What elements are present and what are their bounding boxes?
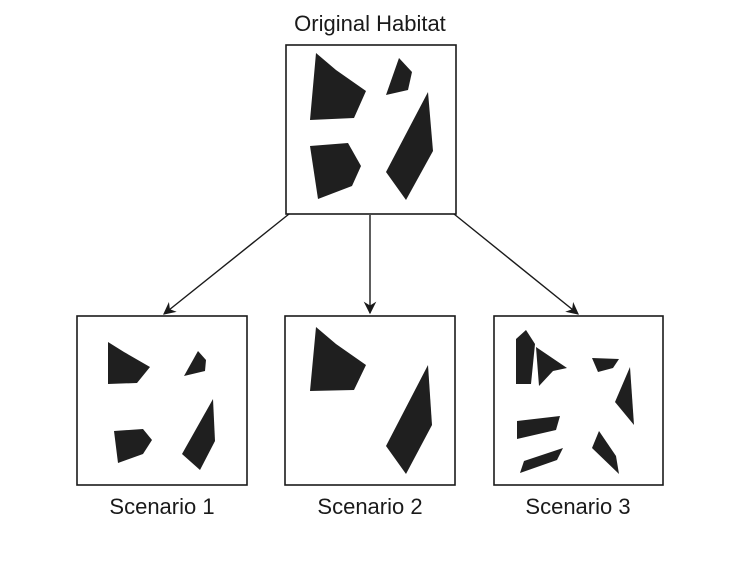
habitat-patch <box>310 143 361 199</box>
scenario-3-label: Scenario 3 <box>525 494 630 519</box>
habitat-patch <box>592 431 619 474</box>
habitat-patch <box>615 367 634 425</box>
habitat-patch <box>386 92 433 200</box>
habitat-patch <box>108 342 150 384</box>
original-habitat-title: Original Habitat <box>294 11 446 36</box>
scenario-2-label: Scenario 2 <box>317 494 422 519</box>
habitat-patch <box>386 58 412 95</box>
scenario-3-panel: Scenario 3 <box>493 315 664 519</box>
scenario-2-panel: Scenario 2 <box>284 315 456 519</box>
habitat-patch <box>517 416 560 439</box>
habitat-patch <box>386 365 432 474</box>
habitat-patch <box>184 351 206 376</box>
habitat-patch <box>310 53 366 120</box>
arrow-to-scenario-3 <box>453 213 579 315</box>
original-habitat-panel <box>285 44 457 215</box>
habitat-patch <box>536 347 567 386</box>
habitat-patch <box>592 358 619 372</box>
arrow-to-scenario-1 <box>163 213 290 315</box>
scenario-1-label: Scenario 1 <box>109 494 214 519</box>
habitat-patch <box>114 429 152 463</box>
habitat-patch <box>182 399 215 470</box>
scenario-1-box <box>76 315 248 486</box>
habitat-patch <box>310 327 366 391</box>
habitat-patch <box>516 330 535 384</box>
habitat-patch <box>520 448 563 473</box>
scenario-1-panel: Scenario 1 <box>76 315 248 519</box>
